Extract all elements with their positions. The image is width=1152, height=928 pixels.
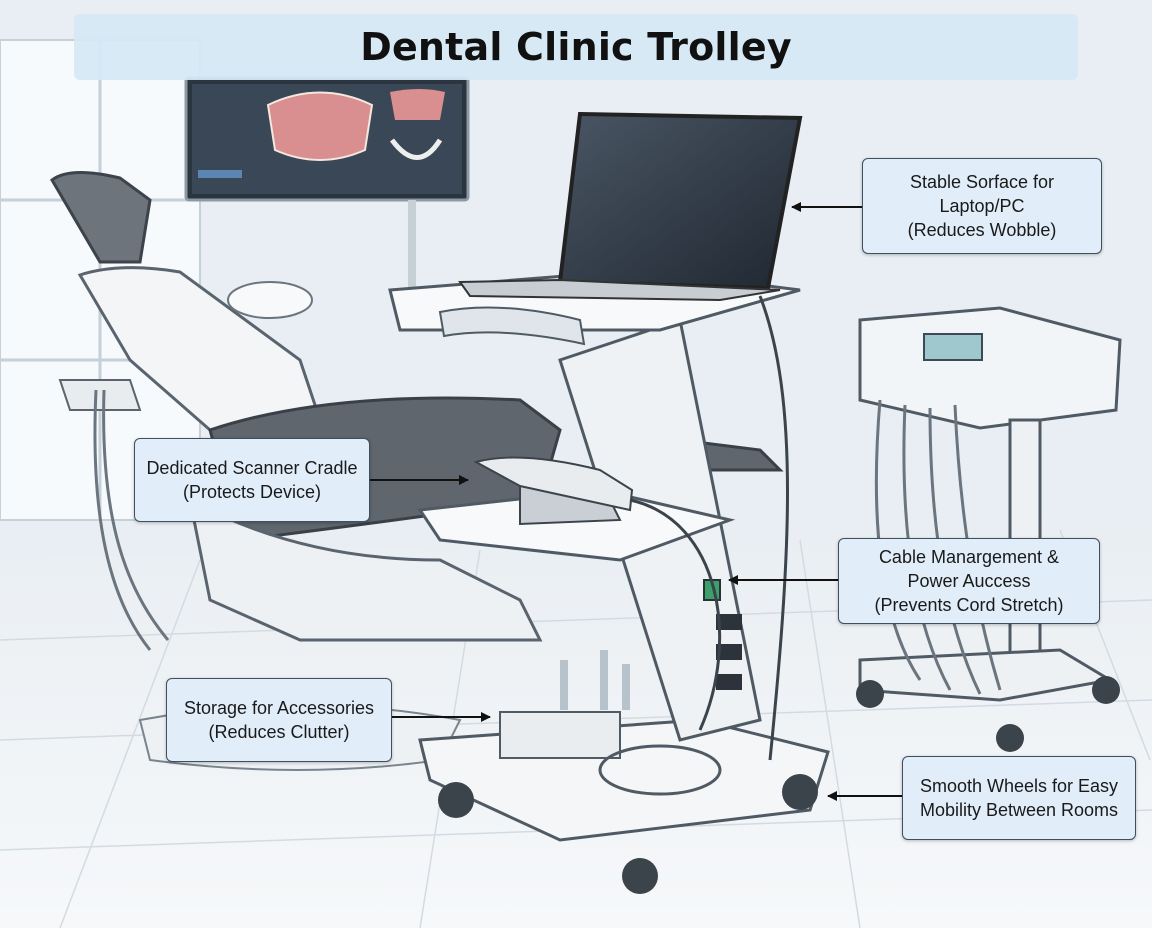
- callout-storage-line-1: Storage for Accessories: [183, 698, 375, 718]
- callout-laptop: Stable Sorface for Laptop/PC (Reduces Wo…: [862, 158, 1102, 254]
- dental-delivery-unit-icon: [856, 306, 1122, 752]
- callout-laptop-line-2: Laptop/PC: [939, 196, 1025, 216]
- intraoral-scanner-icon: [473, 456, 722, 731]
- callout-wheels: Smooth Wheels for Easy Mobility Between …: [902, 756, 1136, 840]
- callout-scanner: Dedicated Scanner Cradle (Protects Devic…: [134, 438, 370, 522]
- callout-cable-line-3: (Prevents Cord Stretch): [874, 595, 1064, 615]
- callout-cable-line-1: Cable Manargement &: [878, 547, 1060, 567]
- monitor-icon: [184, 76, 470, 310]
- laptop-icon: [458, 111, 803, 302]
- callout-wheels-line-1: Smooth Wheels for Easy: [919, 776, 1119, 796]
- laptop-cable: [758, 295, 789, 761]
- callout-storage: Storage for Accessories (Reduces Clutter…: [166, 678, 392, 762]
- callout-storage-line-2: (Reduces Clutter): [208, 722, 350, 742]
- title-banner: Dental Clinic Trolley: [74, 14, 1078, 80]
- callout-scanner-line-2: (Protects Device): [182, 482, 322, 502]
- callout-wheels-line-2: Mobility Between Rooms: [919, 800, 1119, 820]
- callout-laptop-line-1: Stable Sorface for: [909, 172, 1055, 192]
- callout-scanner-line-1: Dedicated Scanner Cradle: [146, 458, 358, 478]
- callout-laptop-line-3: (Reduces Wobble): [907, 220, 1057, 240]
- page-title: Dental Clinic Trolley: [360, 25, 792, 69]
- callout-arrows: [370, 202, 902, 801]
- callout-cable: Cable Manargement & Power Auccess (Preve…: [838, 538, 1100, 624]
- callout-cable-line-2: Power Auccess: [907, 571, 1031, 591]
- trolley-wheel-icon: [438, 774, 818, 894]
